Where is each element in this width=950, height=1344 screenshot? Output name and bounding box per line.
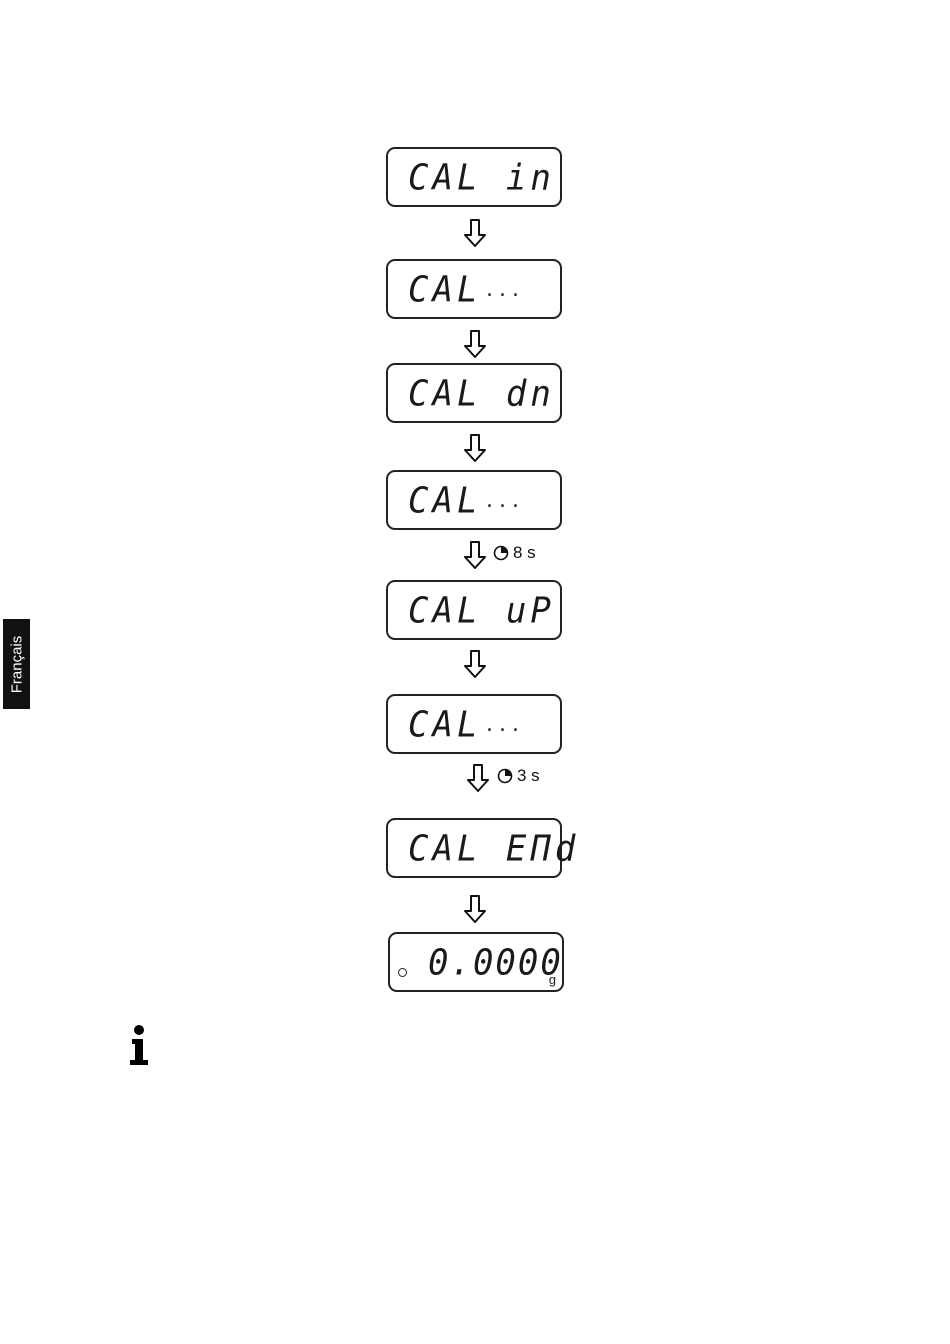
display-zero-weight: 0.0000 g [388,932,564,992]
timer-value: 3 s [517,766,540,786]
language-tab-label: Français [8,635,25,693]
stability-indicator [398,968,407,977]
display-text: CAL [408,477,481,525]
progress-dots: ... [486,277,525,302]
display-cal-busy-1: CAL ... [386,259,562,319]
display-text: 0.0000 [428,939,563,987]
display-cal-in: CAL in [386,147,562,207]
progress-dots: ... [486,488,525,513]
display-cal-dn: CAL dn [386,363,562,423]
language-tab: Français [3,619,30,709]
display-cal-end: CAL EΠd [386,818,562,878]
display-text: CAL EΠd [408,825,579,873]
progress-dots: ... [486,712,525,737]
display-cal-busy-3: CAL ... [386,694,562,754]
timer-3s: 3 s [497,766,540,786]
timer-value: 8 s [513,543,536,563]
down-arrow-icon [463,895,487,923]
down-arrow-icon [463,650,487,678]
down-arrow-icon [463,330,487,358]
display-text: CAL [408,701,481,749]
display-cal-busy-2: CAL ... [386,470,562,530]
display-text: CAL [408,266,481,314]
display-text: CAL in [408,154,555,202]
down-arrow-icon [466,764,490,792]
timer-8s: 8 s [493,543,536,563]
down-arrow-icon [463,219,487,247]
clock-icon [497,768,513,784]
down-arrow-icon [463,541,487,569]
display-text: CAL uP [408,587,555,635]
clock-icon [493,545,509,561]
info-icon [126,1024,152,1066]
unit-label: g [549,972,556,987]
display-cal-up: CAL uP [386,580,562,640]
down-arrow-icon [463,434,487,462]
display-text: CAL dn [408,370,555,418]
